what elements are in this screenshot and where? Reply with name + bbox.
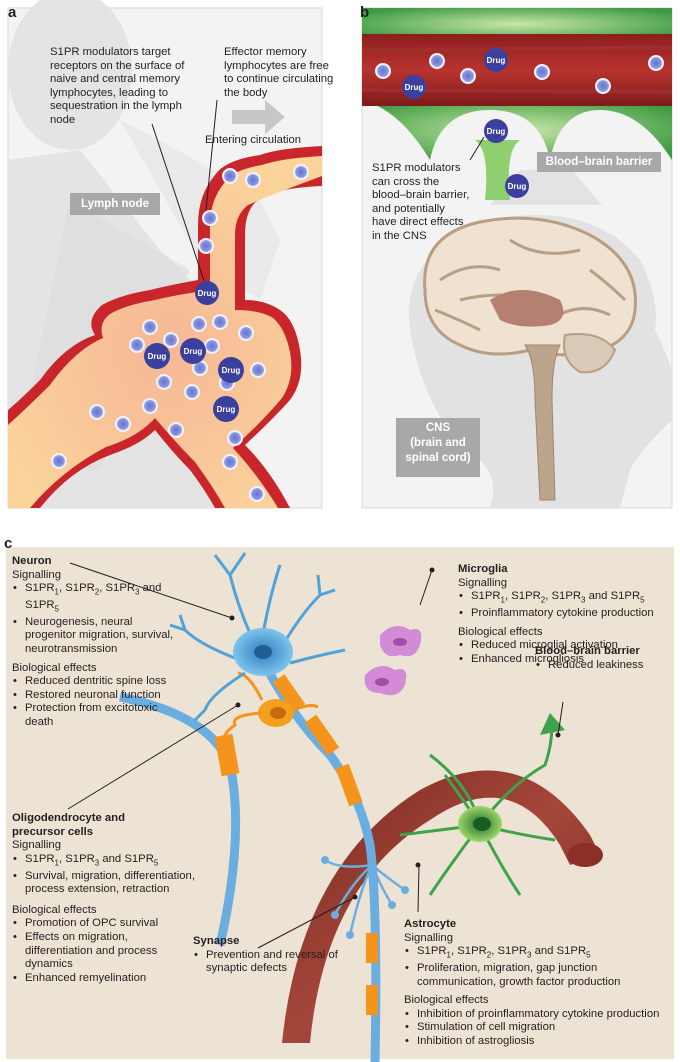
panel-c-letter: c: [4, 535, 13, 552]
neuron-nucleus: [254, 645, 272, 659]
oligo-effect: Effects on migration, differentiation an…: [12, 931, 175, 972]
microglia-signalling-list: S1PR1, S1PR2, S1PR3 and S1PR5 Proinflamm…: [458, 590, 673, 620]
drug-molecules: [144, 281, 244, 422]
panel-b: Drug Drug Drug Drug b Blood–brain barrie…: [340, 0, 680, 515]
microglia-signalling-item: Proinflammatory cytokine production: [458, 607, 673, 621]
bbb-text-block: Blood–brain barrier Reduced leakiness: [535, 645, 675, 672]
bbb-leader-line: [469, 136, 485, 161]
blood-vessel-c: [282, 770, 600, 1043]
microglia-effect: Reduced microglial activation: [458, 639, 673, 653]
oligo-text-block: Oligodendrocyte and precursor cells Sign…: [12, 812, 212, 985]
brain: [423, 216, 637, 501]
drug-labels-b: Drug Drug Drug Drug: [405, 56, 527, 191]
svg-text:Drug: Drug: [508, 182, 527, 191]
oligo-receptors: S1PR1, S1PR3 and S1PR5: [12, 853, 212, 870]
neuron-signalling-heading: Signalling: [12, 568, 61, 581]
astrocyte-effect: Inhibition of proinflammatory cytokine p…: [404, 1008, 676, 1022]
bbb-effect: Reduced leakiness: [535, 659, 675, 673]
svg-text:Drug: Drug: [405, 83, 424, 92]
lymphocytes: [51, 164, 309, 502]
microglia-signalling-heading: Signalling: [458, 576, 507, 589]
neuron-signalling-item: Neurogenesis, neural progenitor migratio…: [12, 616, 182, 657]
left-myelin: [214, 733, 240, 777]
drug-molecules-b: [402, 48, 529, 198]
astrocyte-receptors: S1PR1, S1PR2, S1PR3 and S1PR5: [404, 945, 676, 962]
synapse-boutons: [321, 856, 409, 939]
oligo-title-line2: precursor cells: [12, 825, 94, 838]
oligo-effects-heading: Biological effects: [12, 903, 97, 916]
neuron-effect: Restored neuronal function: [12, 689, 182, 703]
microglia-receptors: S1PR1, S1PR2, S1PR3 and S1PR5: [458, 590, 673, 607]
cns-label: CNS (brain and spinal cord): [396, 418, 480, 477]
neuron-effect: Protection from excitotoxic death: [12, 702, 182, 729]
neuron-effects-heading: Biological effects: [12, 661, 97, 674]
synapse-effect: Prevention and reversal of synaptic defe…: [193, 949, 343, 976]
svg-text:Drug: Drug: [222, 366, 241, 375]
panel-b-letter: b: [360, 4, 370, 21]
sequestration-text: S1PR modulators target receptors on the …: [50, 46, 185, 126]
drug-labels-a: Drug Drug Drug Drug Drug: [148, 289, 241, 414]
cns-label-line1: CNS: [425, 422, 451, 434]
astrocyte-title: Astrocyte: [404, 918, 457, 930]
oligo-effect: Enhanced remyelination: [12, 972, 212, 986]
vessel-end: [567, 843, 603, 867]
astrocyte-signalling-heading: Signalling: [404, 931, 453, 944]
astrocyte-effect: Stimulation of cell migration: [404, 1021, 676, 1035]
microglia: [364, 626, 422, 696]
panel-c: c Neuron Signalling S1PR1, S1PR2, S1PR3 …: [0, 535, 680, 1062]
sequestration-leader-line: [151, 123, 205, 282]
oligo-effect: Promotion of OPC survival: [12, 917, 212, 931]
oligo-effects-list: Promotion of OPC survival Effects on mig…: [12, 917, 212, 985]
astrocyte-nucleus: [473, 817, 491, 831]
endothelial-cells: [362, 8, 672, 200]
panel-a-letter: a: [8, 4, 17, 21]
lymph-node-label: Lymph node: [70, 193, 160, 215]
bbb-title: Blood–brain barrier: [535, 645, 640, 657]
astrocyte-signalling-list: S1PR1, S1PR2, S1PR3 and S1PR5 Proliferat…: [404, 945, 676, 989]
astrocyte-effects-heading: Biological effects: [404, 994, 489, 1007]
lymph-vessel: [8, 146, 322, 508]
oligo-signalling-heading: Signalling: [12, 839, 61, 852]
svg-text:Drug: Drug: [148, 352, 167, 361]
circulation-arrow: [232, 100, 285, 134]
myelin-sheaths: [272, 674, 378, 1015]
panel-a-illustration: Drug Drug Drug Drug Drug: [7, 0, 323, 509]
synapse-effects-list: Prevention and reversal of synaptic defe…: [193, 949, 343, 976]
bbb-effects-list: Reduced leakiness: [535, 659, 675, 673]
panel-b-illustration: Drug Drug Drug Drug: [361, 7, 673, 509]
neuron-effect: Reduced dentritic spine loss: [12, 675, 182, 689]
astrocyte-effect: Inhibition of astrogliosis: [404, 1035, 676, 1049]
svg-text:Drug: Drug: [487, 56, 506, 65]
neuron-text-block: Neuron Signalling S1PR1, S1PR2, S1PR3 an…: [12, 555, 182, 730]
panel-a: Drug Drug Drug Drug Drug a S1PR modulato…: [0, 0, 340, 515]
astrocyte-text-block: Astrocyte Signalling S1PR1, S1PR2, S1PR3…: [404, 918, 676, 1049]
microglia-title: Microglia: [458, 563, 508, 575]
synapse-title: Synapse: [193, 935, 240, 947]
lymphocytes-b: [375, 53, 664, 94]
effector-leader-line: [205, 99, 218, 211]
synapse-text-block: Synapse Prevention and reversal of synap…: [193, 935, 343, 976]
svg-text:Drug: Drug: [184, 347, 203, 356]
neuron-effects-list: Reduced dentritic spine loss Restored ne…: [12, 675, 182, 729]
cns-label-line2: (brain and: [410, 437, 466, 449]
effector-text: Effector memory lymphocytes are free to …: [224, 46, 334, 99]
leader-dots: [229, 567, 561, 900]
oligo-title-line1: Oligodendrocyte and: [12, 812, 125, 824]
neuron-title: Neuron: [12, 555, 52, 567]
cross-barrier-text: S1PR modulators can cross the blood–brai…: [372, 162, 470, 242]
svg-text:Drug: Drug: [217, 405, 236, 414]
oligo-signalling-list: S1PR1, S1PR3 and S1PR5 Survival, migrati…: [12, 853, 212, 897]
cns-label-line3: spinal cord): [405, 452, 471, 464]
entering-circulation-label: Entering circulation: [205, 134, 302, 146]
astrocyte-effects-list: Inhibition of proinflammatory cytokine p…: [404, 1008, 676, 1049]
microglia-effects-heading: Biological effects: [458, 625, 543, 638]
astrocyte-signalling-item: Proliferation, migration, gap junction c…: [404, 962, 676, 989]
svg-text:Drug: Drug: [198, 289, 217, 298]
bbb-label: Blood–brain barrier: [537, 152, 661, 172]
oligo-signalling-item: Survival, migration, differentiation, pr…: [12, 870, 212, 897]
svg-text:Drug: Drug: [487, 127, 506, 136]
